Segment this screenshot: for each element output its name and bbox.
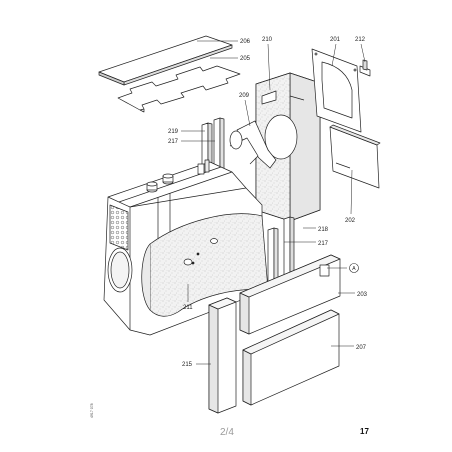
leader-lines	[181, 40, 366, 365]
label-207: 207	[356, 345, 367, 351]
label-206: 206	[240, 39, 251, 45]
front-post-215	[208, 297, 237, 414]
label-209: 209	[239, 93, 250, 99]
document-code: 4917 078	[90, 403, 94, 418]
page-reference: 17	[360, 427, 369, 436]
page-number: 2/4	[220, 427, 234, 438]
part-labels: 206 205 210 201 212 209 219 217 202 218 …	[168, 37, 368, 368]
insulation-wrap-211	[141, 213, 269, 317]
label-211: 211	[183, 305, 193, 311]
rear-lower-plate-202	[329, 124, 381, 189]
label-215: 215	[182, 362, 193, 368]
label-202: 202	[345, 218, 356, 224]
label-212: 212	[355, 37, 366, 43]
label-205: 205	[240, 56, 251, 62]
marker-a-circle	[349, 263, 359, 273]
label-217-top: 217	[168, 139, 179, 145]
insulation-mat-205	[117, 65, 241, 113]
label-217-bottom: 217	[318, 241, 329, 247]
side-panel-207	[242, 309, 340, 406]
clip-212	[359, 59, 371, 77]
rear-plate-201	[311, 48, 362, 133]
top-cover-206	[98, 35, 233, 86]
label-219: 219	[168, 129, 179, 135]
label-218: 218	[318, 227, 329, 233]
label-210: 210	[262, 37, 273, 43]
label-201: 201	[330, 37, 341, 43]
label-a: A	[352, 266, 356, 272]
upright-rail-218	[283, 216, 295, 279]
label-203: 203	[357, 292, 368, 298]
side-panel-203	[239, 254, 341, 335]
flue-connector-209	[229, 120, 277, 169]
insulation-block-210	[255, 72, 321, 222]
